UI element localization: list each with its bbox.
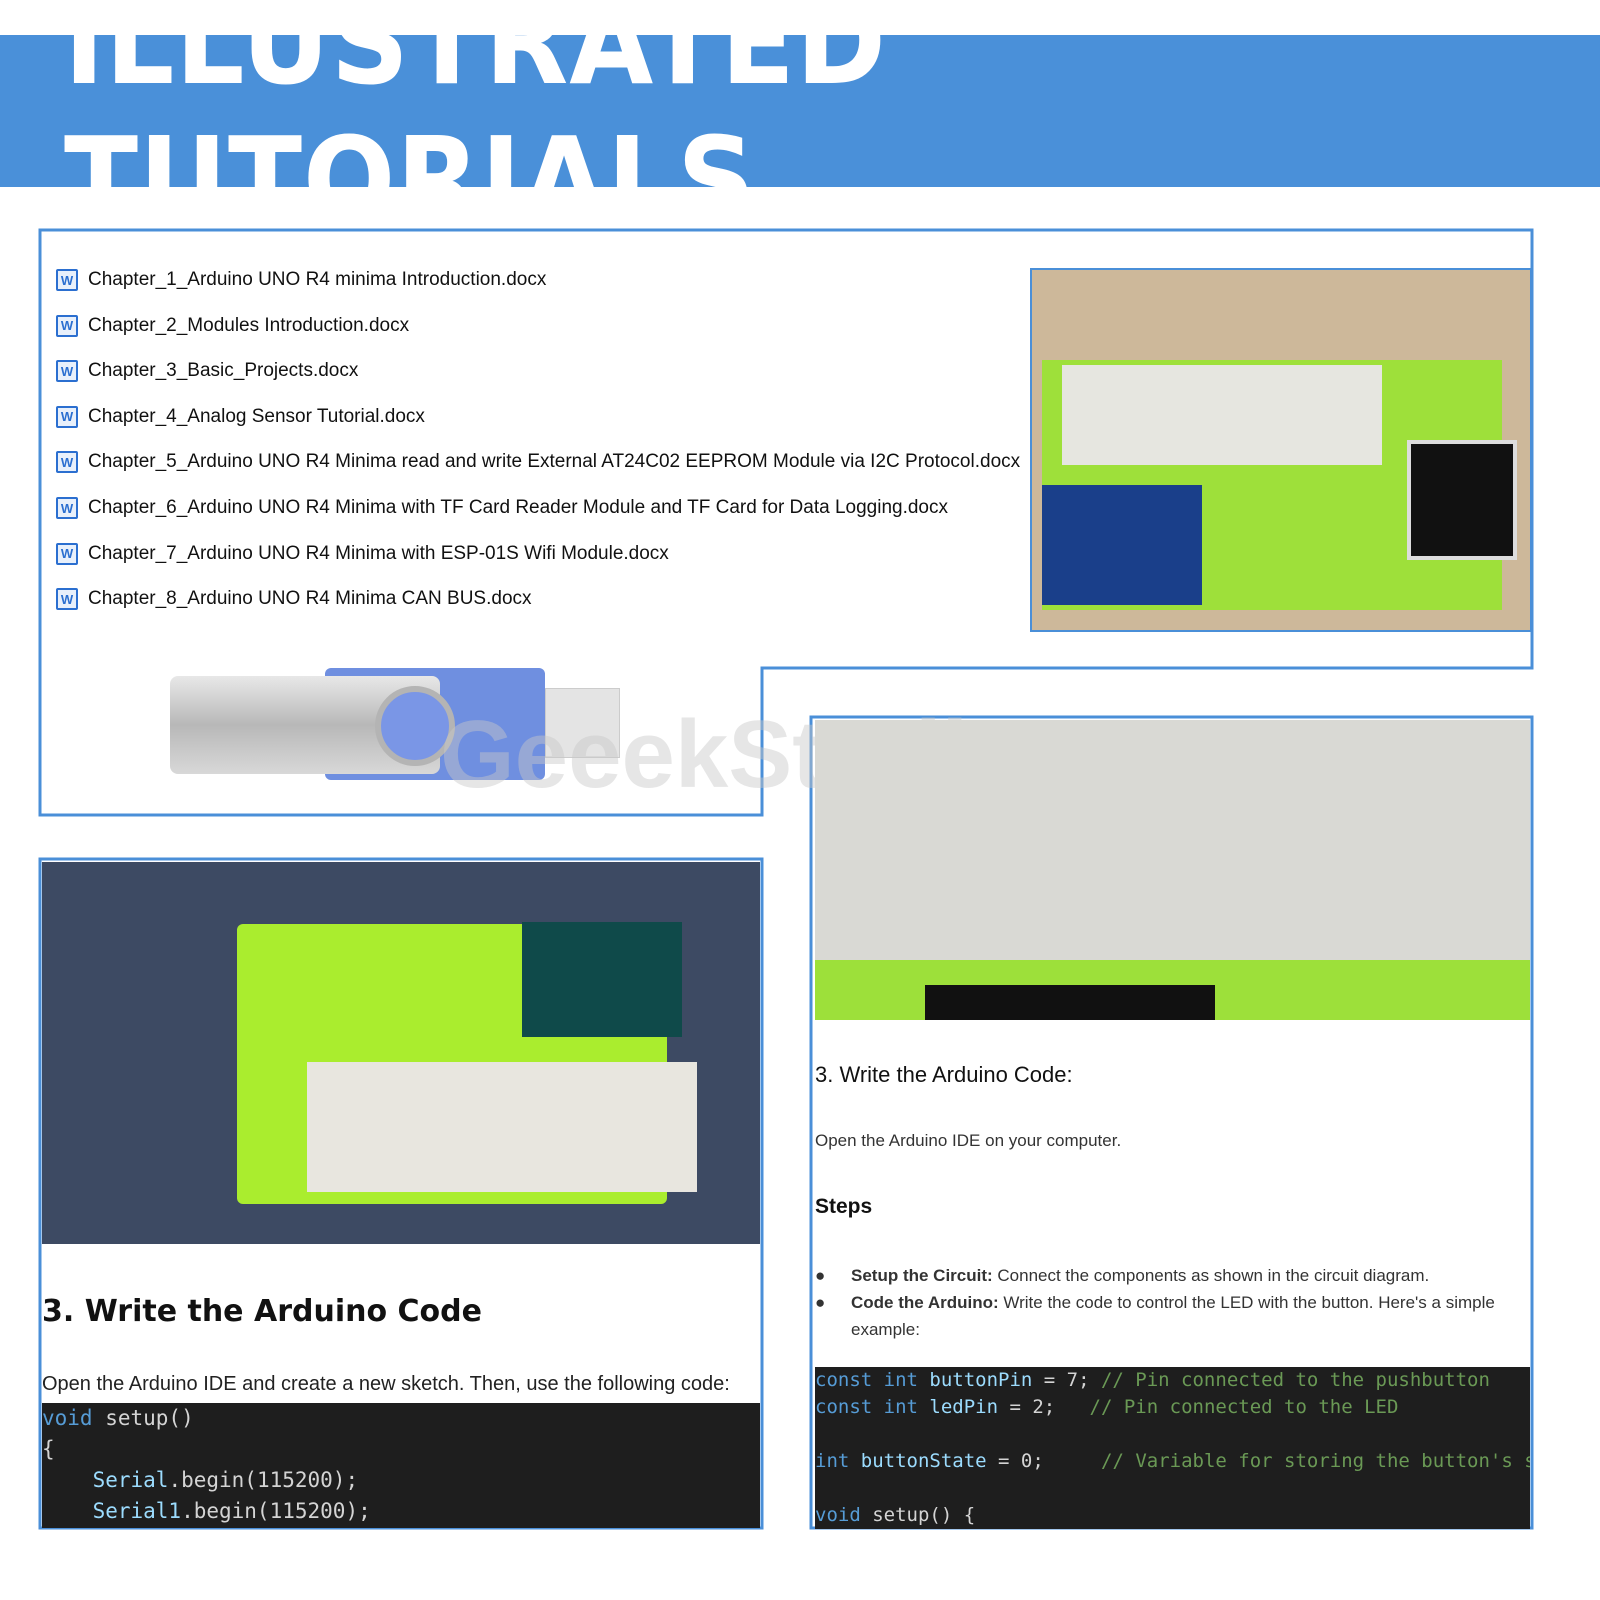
word-doc-icon: W [56,269,78,291]
circuit-photo-sensors [1030,268,1532,632]
step-item: ●Setup the Circuit: Connect the componen… [815,1266,1430,1285]
banner-title: ILLUSTRATED TUTORIALS [64,0,887,249]
file-name: Chapter_4_Analog Sensor Tutorial.docx [88,405,425,427]
file-name: Chapter_7_Arduino UNO R4 Minima with ESP… [88,542,669,564]
word-doc-icon: W [56,360,78,383]
title-banner: ILLUSTRATED TUTORIALS [0,0,1600,249]
word-doc-icon: W [56,314,78,337]
file-name: Chapter_8_Arduino UNO R4 Minima CAN BUS.… [88,588,532,610]
file-name: Chapter_1_Arduino UNO R4 minima Introduc… [88,269,547,290]
left-code-block: void setup(){ Serial.begin(115200); Seri… [42,1403,760,1528]
circuit-photo-breadboard [42,862,760,1244]
word-doc-icon: W [56,405,78,428]
steps-title: Steps [815,1195,873,1218]
step-item: ●Code the Arduino: Write the code to con… [815,1293,1495,1339]
circuit-photo-button-led [815,720,1530,1020]
file-item[interactable]: W Chapter_3_Basic_Projects.docx [56,356,358,386]
word-doc-icon: W [56,588,78,611]
file-item[interactable]: W Chapter_2_Modules Introduction.docx [56,311,409,341]
right-code-block: const int buttonPin = 7; // Pin connecte… [815,1367,1530,1529]
word-doc-icon: W [56,497,78,519]
right-heading: 3. Write the Arduino Code: [815,1062,1073,1087]
file-name: Chapter_3_Basic_Projects.docx [88,360,359,382]
step-list: ●Setup the Circuit: Connect the componen… [815,1262,1530,1343]
left-heading: 3. Write the Arduino Code [42,1294,482,1329]
file-item[interactable]: W Chapter_6_Arduino UNO R4 Minima with TF… [56,493,948,523]
word-doc-icon: W [56,542,78,565]
file-item[interactable]: W Chapter_8_Arduino UNO R4 Minima CAN BUS… [56,584,532,614]
file-name: Chapter_5_Arduino UNO R4 Minima read and… [88,451,1021,473]
usb-drive-image [160,668,620,780]
right-intro: Open the Arduino IDE on your computer. [815,1131,1122,1150]
file-item[interactable]: W Chapter_7_Arduino UNO R4 Minima with ES… [56,539,669,569]
file-item[interactable]: W Chapter_1_Arduino UNO R4 minima Introdu… [56,265,546,295]
file-name: Chapter_2_Modules Introduction.docx [88,314,410,336]
file-name: Chapter_6_Arduino UNO R4 Minima with TF … [88,497,948,518]
left-intro: Open the Arduino IDE and create a new sk… [42,1373,730,1395]
file-item[interactable]: W Chapter_4_Analog Sensor Tutorial.docx [56,402,425,432]
file-item[interactable]: W Chapter_5_Arduino UNO R4 Minima read an… [56,447,1020,477]
word-doc-icon: W [56,451,78,474]
